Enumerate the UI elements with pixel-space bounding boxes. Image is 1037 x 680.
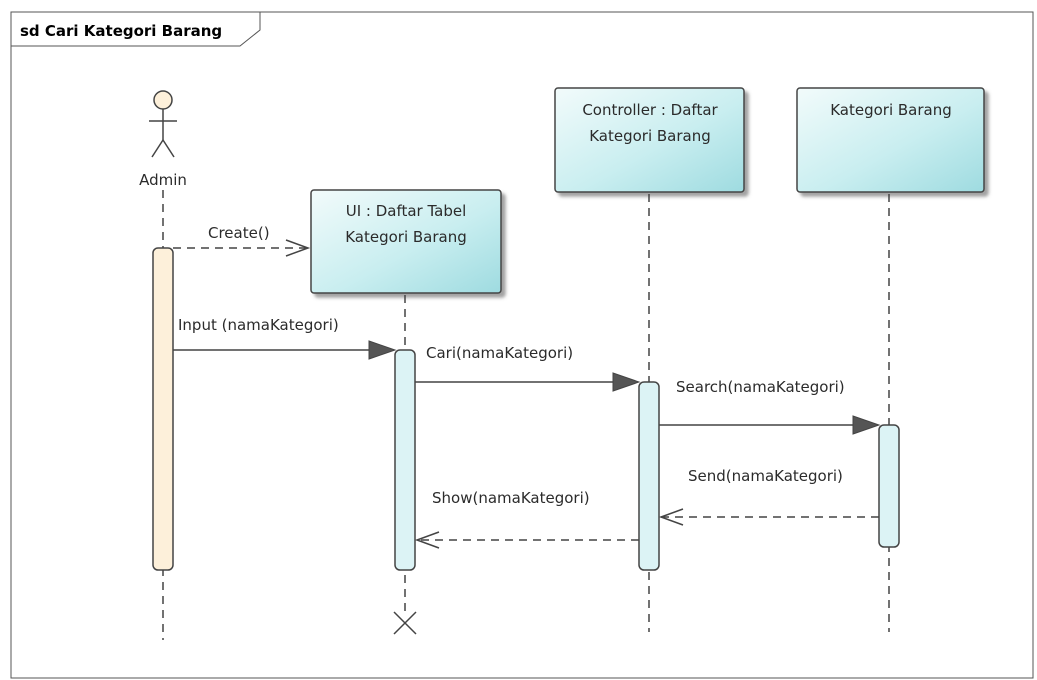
message-show[interactable]: Show(namaKategori) [414,489,639,549]
actor-name: Admin [139,171,187,189]
message-input[interactable]: Input (namaKategori) [173,316,397,360]
activation-ui [394,349,416,571]
actor-admin[interactable]: Admin [139,90,187,189]
open-arrowhead-icon [414,531,440,549]
destroy-marker-icon [393,611,417,635]
activation-admin [152,247,174,571]
filled-arrowhead-icon [368,340,397,360]
lifeline-ui-name-line2: Kategori Barang [345,228,467,246]
actor-stick-figure-icon [149,90,177,158]
filled-arrowhead-icon [612,372,641,392]
message-send-label: Send(namaKategori) [688,467,843,485]
lifeline-controller-name-line1: Controller : Daftar [582,101,718,119]
lifeline-ui[interactable]: UI : Daftar Tabel Kategori Barang [310,189,502,294]
filled-arrowhead-icon [852,415,881,435]
lifeline-ui-name-line1: UI : Daftar Tabel [346,202,467,220]
lifeline-kategori-name: Kategori Barang [830,101,952,119]
open-arrowhead-icon [285,239,311,257]
frame-title: sd Cari Kategori Barang [20,22,222,40]
message-send[interactable]: Send(namaKategori) [658,467,879,526]
lifeline-controller[interactable]: Controller : Daftar Kategori Barang [554,87,745,193]
activation-controller [638,381,660,571]
message-cari-label: Cari(namaKategori) [426,344,573,362]
lifeline-kategori[interactable]: Kategori Barang [796,87,985,193]
message-create-label: Create() [208,224,270,242]
message-show-label: Show(namaKategori) [432,489,590,507]
open-arrowhead-icon [658,508,684,526]
activation-kategori [878,424,900,548]
message-create[interactable]: Create() [173,224,311,257]
message-input-label: Input (namaKategori) [178,316,339,334]
message-search[interactable]: Search(namaKategori) [659,378,881,435]
message-search-label: Search(namaKategori) [676,378,845,396]
lifeline-controller-name-line2: Kategori Barang [589,127,711,145]
message-cari[interactable]: Cari(namaKategori) [415,344,641,392]
